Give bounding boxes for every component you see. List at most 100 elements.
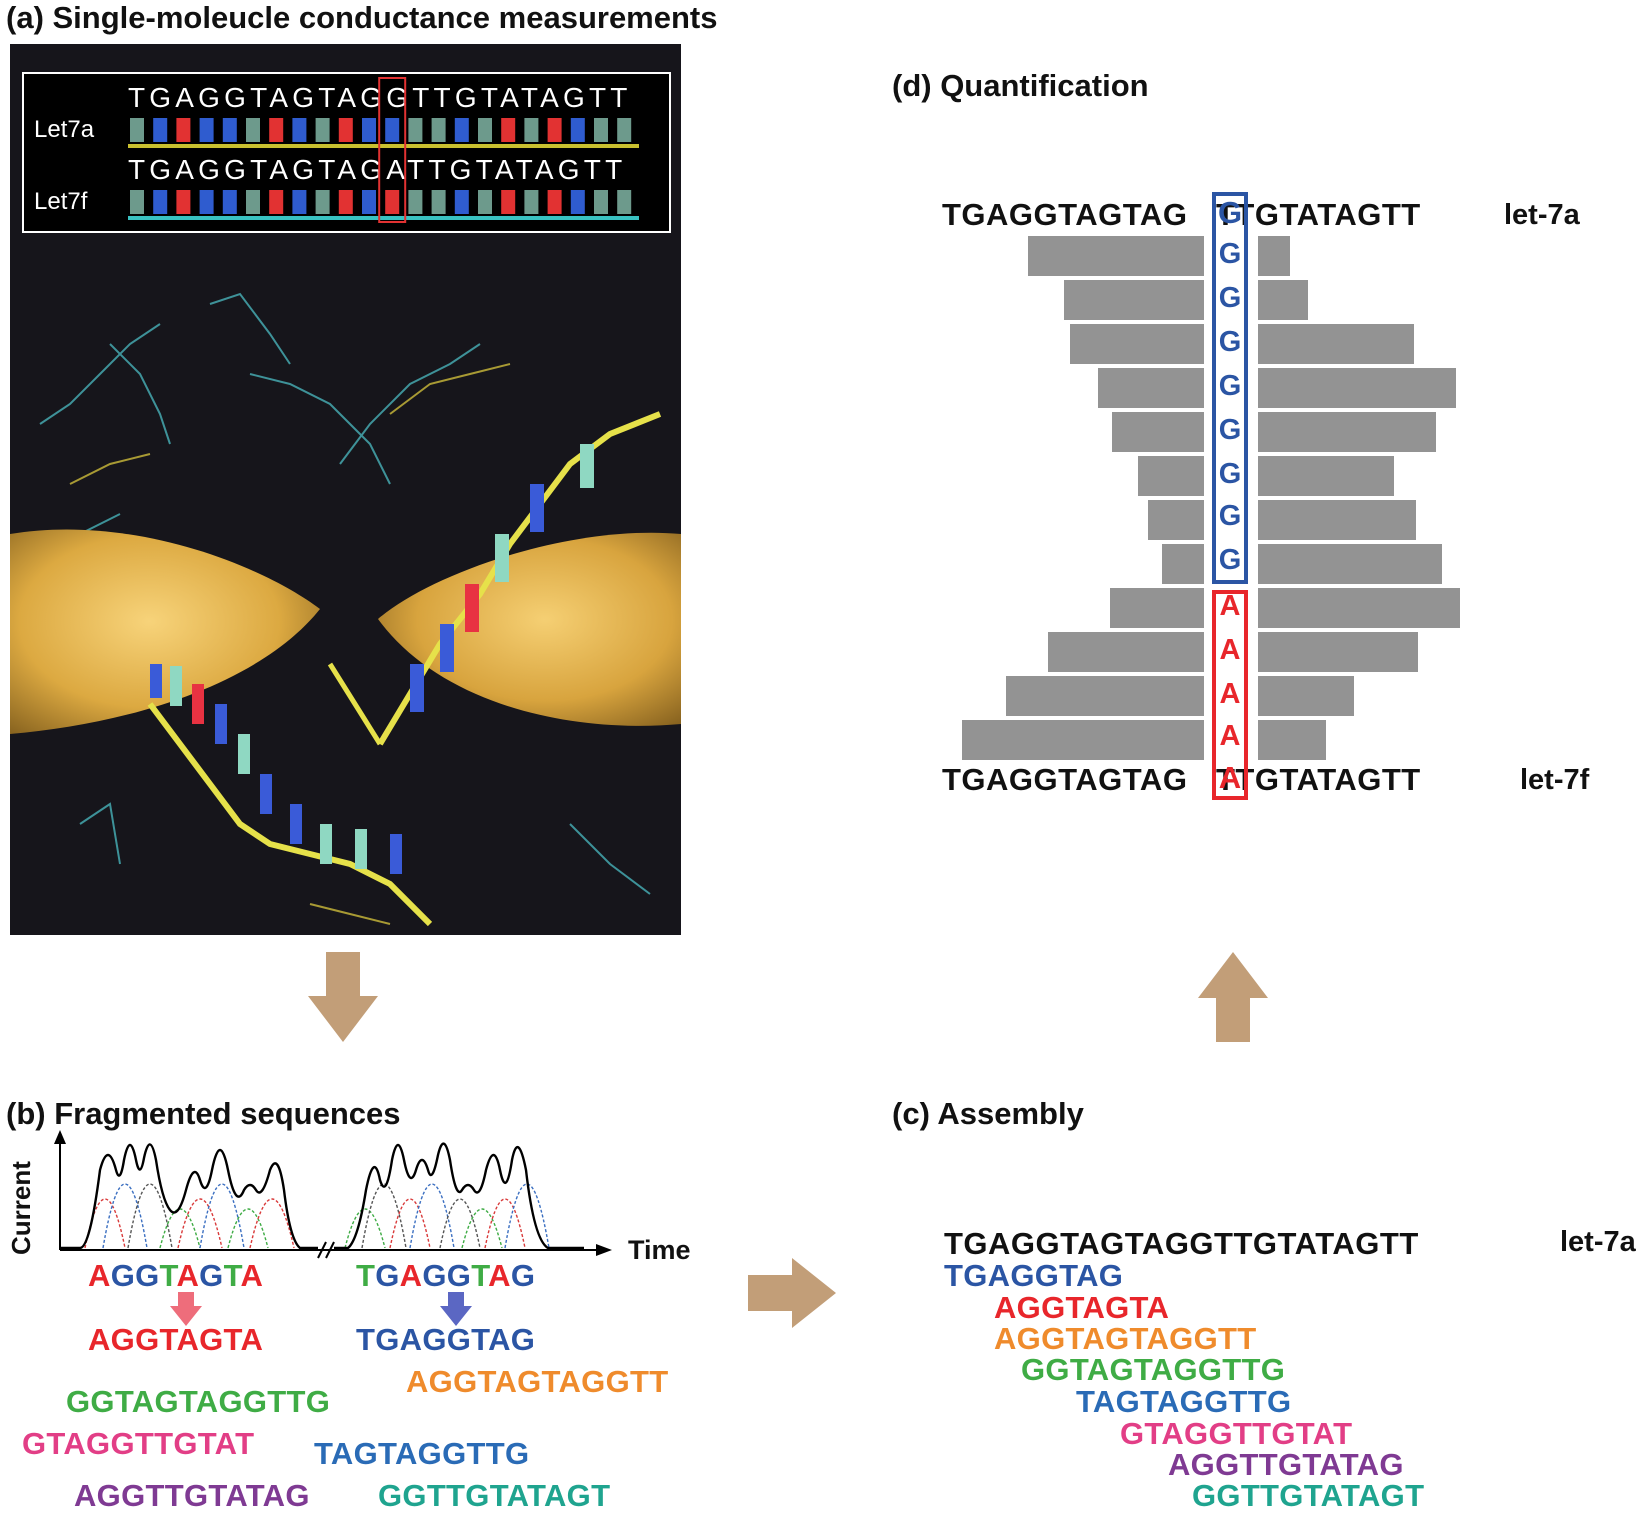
base-letter: G <box>110 1258 136 1293</box>
base-letter: A <box>176 1258 200 1293</box>
base-bar <box>292 118 307 142</box>
quantified-base: A <box>1219 720 1241 752</box>
let7f-label-d: let-7f <box>1520 764 1590 796</box>
current-trace-plot <box>54 1130 612 1259</box>
base-bar <box>478 118 492 142</box>
fragment: AGGTAGTA <box>88 1322 264 1357</box>
base-bar <box>222 190 237 214</box>
let7f-label: Let7f <box>34 188 88 215</box>
base-letter: G <box>422 1258 447 1293</box>
base-letter: A <box>488 1258 511 1293</box>
fragment: GGTAGTAGGTTG <box>1021 1352 1286 1387</box>
quantified-base: G <box>1218 238 1242 270</box>
base-bar <box>454 190 469 214</box>
arrow-down-small-red <box>170 1292 202 1326</box>
let7a-top-right: TTGTATAGTT <box>1216 197 1421 232</box>
base-bar <box>246 118 260 142</box>
molecule-render-image: TGAGGTAGTAGGTTGTATAGTT Let7a TGAGGTAGTAG… <box>10 44 681 935</box>
fragment: AGGTTGTATAG <box>74 1478 310 1513</box>
fragment: GGTAGTAGGTTG <box>66 1384 331 1419</box>
base-bar <box>315 190 330 214</box>
let7a-sequence: TGAGGTAGTAGGTTGTATAGTT <box>128 82 632 113</box>
base-bar <box>362 190 376 214</box>
base-bar <box>454 118 469 142</box>
base-bar <box>292 190 307 214</box>
base-bar <box>153 190 168 214</box>
fragment: GTAGGTTGTAT <box>1120 1416 1353 1451</box>
read-sequence-1: AGGTAGTA <box>88 1258 263 1294</box>
bottom-variant-base: A <box>1218 760 1242 795</box>
quantified-base: G <box>1218 370 1242 402</box>
fragment: TAGTAGGTTG <box>1076 1384 1292 1419</box>
base-bar <box>594 118 608 142</box>
base-bar <box>199 118 214 142</box>
base-letter: G <box>375 1258 400 1293</box>
let7a-top-left: TGAGGTAGTAG <box>942 197 1188 232</box>
base-letter: A <box>240 1258 264 1293</box>
base-bar <box>408 190 423 214</box>
base-bar <box>501 190 516 214</box>
base-bar <box>338 190 353 214</box>
base-letter: G <box>135 1258 160 1293</box>
base-bar <box>570 190 585 214</box>
base-letter: A <box>399 1258 423 1293</box>
base-letter: T <box>356 1258 376 1293</box>
base-bar <box>524 190 539 214</box>
base-bar <box>199 190 214 214</box>
g-variant-box <box>1212 192 1248 584</box>
let7a-label-d: let-7a <box>1504 199 1580 231</box>
let7f-bottom-left: TGAGGTAGTAG <box>942 762 1188 797</box>
let7f-bottom-right: TTGTATAGTT <box>1216 762 1421 797</box>
quantified-base: G <box>1218 544 1242 576</box>
fragment: AGGTTGTATAG <box>1168 1447 1404 1482</box>
base-bar <box>617 190 632 214</box>
arrow-down-small-blue <box>440 1292 472 1326</box>
quantified-base: A <box>1219 590 1241 622</box>
reference-label: let-7a <box>1560 1226 1636 1258</box>
fragment: AGGTAGTA <box>994 1290 1170 1325</box>
fragment: TGAGGTAG <box>356 1322 536 1357</box>
quantified-base: G <box>1218 500 1242 532</box>
arrow-up <box>1198 952 1268 1042</box>
quantified-base: G <box>1218 282 1242 314</box>
base-bar <box>431 118 446 142</box>
base-bar <box>222 118 237 142</box>
top-variant-base: G <box>1217 195 1243 230</box>
quantified-base: G <box>1218 326 1242 358</box>
fragment: GTAGGTTGTAT <box>22 1426 255 1461</box>
quantification-bars <box>962 236 1460 760</box>
base-bar <box>501 118 516 142</box>
base-letter: G <box>199 1258 224 1293</box>
reference-sequence: TGAGGTAGTAGGTTGTATAGTT <box>944 1226 1419 1261</box>
fragment: GGTTGTATAGT <box>1192 1478 1425 1513</box>
base-bar <box>269 118 284 142</box>
quantified-base: G <box>1218 414 1242 446</box>
arrow-down <box>308 952 378 1042</box>
y-axis-label: Current <box>6 1161 36 1255</box>
base-bar <box>478 190 492 214</box>
quantified-base: G <box>1218 458 1242 490</box>
base-bar <box>176 118 191 142</box>
base-bar <box>547 118 562 142</box>
base-bar <box>246 190 260 214</box>
panel-c-title: (c) Assembly <box>892 1096 1084 1131</box>
base-bar <box>547 190 562 214</box>
base-bar <box>408 118 423 142</box>
sequence-inset: TGAGGTAGTAGGTTGTATAGTT Let7a TGAGGTAGTAG… <box>22 72 671 233</box>
base-letter: T <box>471 1258 489 1293</box>
base-bar <box>315 118 330 142</box>
base-bar <box>153 118 168 142</box>
a-variant-box <box>1212 590 1248 800</box>
base-bar <box>617 118 632 142</box>
base-bar <box>570 118 585 142</box>
x-axis-label: Time <box>628 1235 691 1265</box>
panel-d-title: (d) Quantification <box>892 68 1149 103</box>
fragment: TAGTAGGTTG <box>314 1436 530 1471</box>
inset-base-bars <box>128 77 639 223</box>
base-bar <box>594 190 608 214</box>
panel-a-title: (a) Single-moleucle conductance measurem… <box>6 0 718 35</box>
base-bar <box>431 190 446 214</box>
base-letter: T <box>223 1258 241 1293</box>
fragment: TGAGGTAG <box>944 1258 1124 1293</box>
